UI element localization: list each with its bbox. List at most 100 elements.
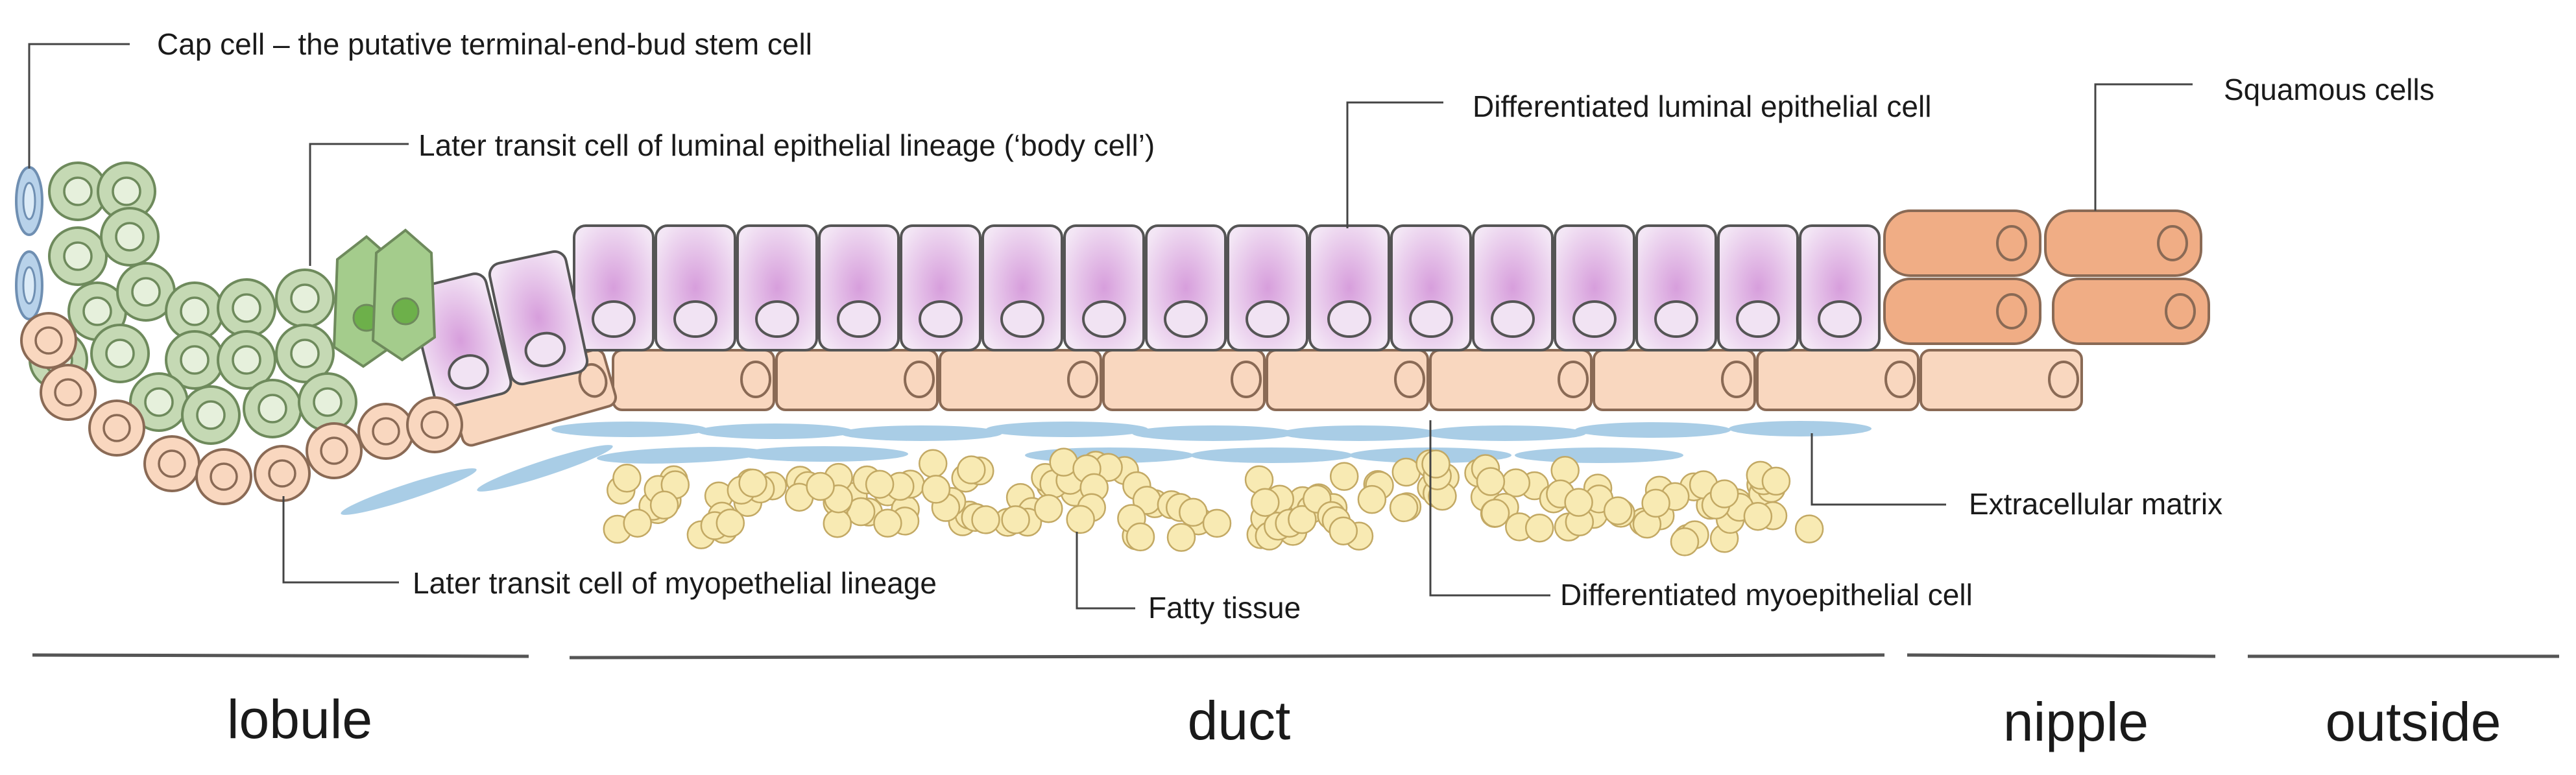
bud-cell-nucleus <box>144 387 174 417</box>
myoepithelial-nucleus <box>1394 361 1425 398</box>
fat-cell <box>921 475 951 504</box>
luminal-nucleus <box>919 300 963 338</box>
fat-cell <box>873 508 902 538</box>
luminal-nucleus <box>1327 300 1371 338</box>
region-label-outside: outside <box>2326 691 2501 752</box>
label-diff-myo: Differentiated myoepithelial cell <box>1560 578 1973 612</box>
luminal-nucleus <box>1654 300 1698 338</box>
bud-cell-nucleus <box>63 176 93 206</box>
fat-cell <box>1794 514 1824 543</box>
luminal-nucleus <box>1491 300 1535 338</box>
fat-cell <box>957 455 986 484</box>
body-cell <box>409 272 512 409</box>
ecm-strand <box>1132 425 1294 441</box>
transit-cell-nucleus <box>391 297 420 326</box>
fat-cell <box>612 464 642 493</box>
fat-cell <box>1524 513 1554 543</box>
fat-cell <box>1761 466 1791 496</box>
myoepithelial-nucleus <box>904 361 935 398</box>
bud-cell-nucleus <box>105 339 135 368</box>
label-myo-transit: Later transit cell of myopethelial linea… <box>413 566 937 600</box>
label-cap-cell: Cap cell – the putative terminal-end-bud… <box>157 27 812 61</box>
fat-cell <box>1166 523 1196 552</box>
fat-cell <box>1389 493 1419 523</box>
bud-myo-nucleus <box>420 411 449 439</box>
myoepithelial-nucleus <box>1558 361 1589 398</box>
fat-cell <box>1066 505 1095 534</box>
annotation-labels: Cap cell – the putative terminal-end-bud… <box>157 27 2435 625</box>
ecm-strand <box>697 423 853 439</box>
fat-cell <box>716 508 745 538</box>
luminal-nucleus <box>1818 300 1862 338</box>
bud-cell-nucleus <box>180 296 210 326</box>
fat-cell <box>1001 505 1030 534</box>
ecm-strand <box>1190 447 1353 463</box>
luminal-nucleus <box>1246 300 1290 338</box>
ecm-strand <box>477 445 613 492</box>
region-label-duct: duct <box>1188 690 1291 751</box>
fat-cell <box>738 468 767 498</box>
bud-myo-nucleus <box>320 436 348 465</box>
leader-squamous <box>2094 83 2193 211</box>
fat-cell <box>1251 488 1280 517</box>
myoepithelial-nucleus <box>1884 361 1916 398</box>
body-cell-nucleus <box>448 354 489 390</box>
bud-cell-nucleus <box>313 387 343 417</box>
luminal-nucleus <box>1164 300 1208 338</box>
label-squamous: Squamous cells <box>2224 73 2435 106</box>
fat-cell <box>1179 497 1208 527</box>
fat-cell <box>1125 522 1155 552</box>
transit-myo-nucleus <box>578 363 608 398</box>
myoepithelial-cell-row <box>450 348 2083 447</box>
bud-cell-nucleus <box>63 241 93 271</box>
ecm-strand <box>840 425 1002 441</box>
cap-cell-nucleus <box>22 182 36 221</box>
luminal-nucleus <box>1082 300 1126 338</box>
region-bar-lobule <box>32 653 529 658</box>
fat-cell <box>971 505 1000 534</box>
bud-myo-nucleus <box>158 449 186 478</box>
bud-myo-nucleus <box>210 462 238 491</box>
bud-myo-nucleus <box>54 378 82 407</box>
region-bar-nipple <box>1907 653 2216 658</box>
squamous-nucleus <box>1996 293 2027 329</box>
ecm-strand <box>551 422 707 437</box>
squamous-cell <box>1883 278 2041 345</box>
leader-diff-luminal <box>1346 101 1443 228</box>
fat-cell <box>1202 508 1232 538</box>
body-cell-nucleus <box>524 331 566 368</box>
myoepithelial-cell <box>1920 349 2083 411</box>
fat-cell <box>623 508 652 538</box>
leader-diff-myo <box>1429 420 1550 597</box>
squamous-nucleus <box>2157 225 2188 261</box>
ecm-strand <box>341 468 477 515</box>
luminal-nucleus <box>1736 300 1780 338</box>
fat-cell <box>1480 499 1510 528</box>
fat-cell <box>1288 505 1317 534</box>
myoepithelial-nucleus <box>2048 361 2079 398</box>
bud-cell-nucleus <box>258 394 287 423</box>
fat-cell <box>1550 456 1580 485</box>
squamous-cell <box>2052 278 2210 345</box>
myoepithelial-nucleus <box>1067 361 1098 398</box>
bud-cell-nucleus <box>196 400 226 430</box>
terminal-end-bud <box>15 161 463 505</box>
myoepithelial-nucleus <box>1721 361 1752 398</box>
bud-myo-nucleus <box>372 417 400 446</box>
fat-cell <box>1603 496 1633 525</box>
luminal-cell-row <box>409 224 1881 409</box>
fat-cell <box>1670 527 1700 556</box>
fat-cell <box>1421 449 1451 479</box>
bud-myo-nucleus <box>34 326 63 355</box>
fat-cell <box>1743 501 1773 531</box>
fat-cell <box>1709 479 1739 508</box>
ecm-strand <box>1575 422 1731 438</box>
fat-cell <box>649 490 679 520</box>
fat-cell <box>1034 494 1063 523</box>
region-labels: lobule duct nipple outside <box>227 689 2501 752</box>
ecm-strand <box>740 446 908 462</box>
transit-cell <box>371 228 437 362</box>
region-label-lobule: lobule <box>227 689 372 750</box>
fat-cell <box>1357 484 1387 514</box>
